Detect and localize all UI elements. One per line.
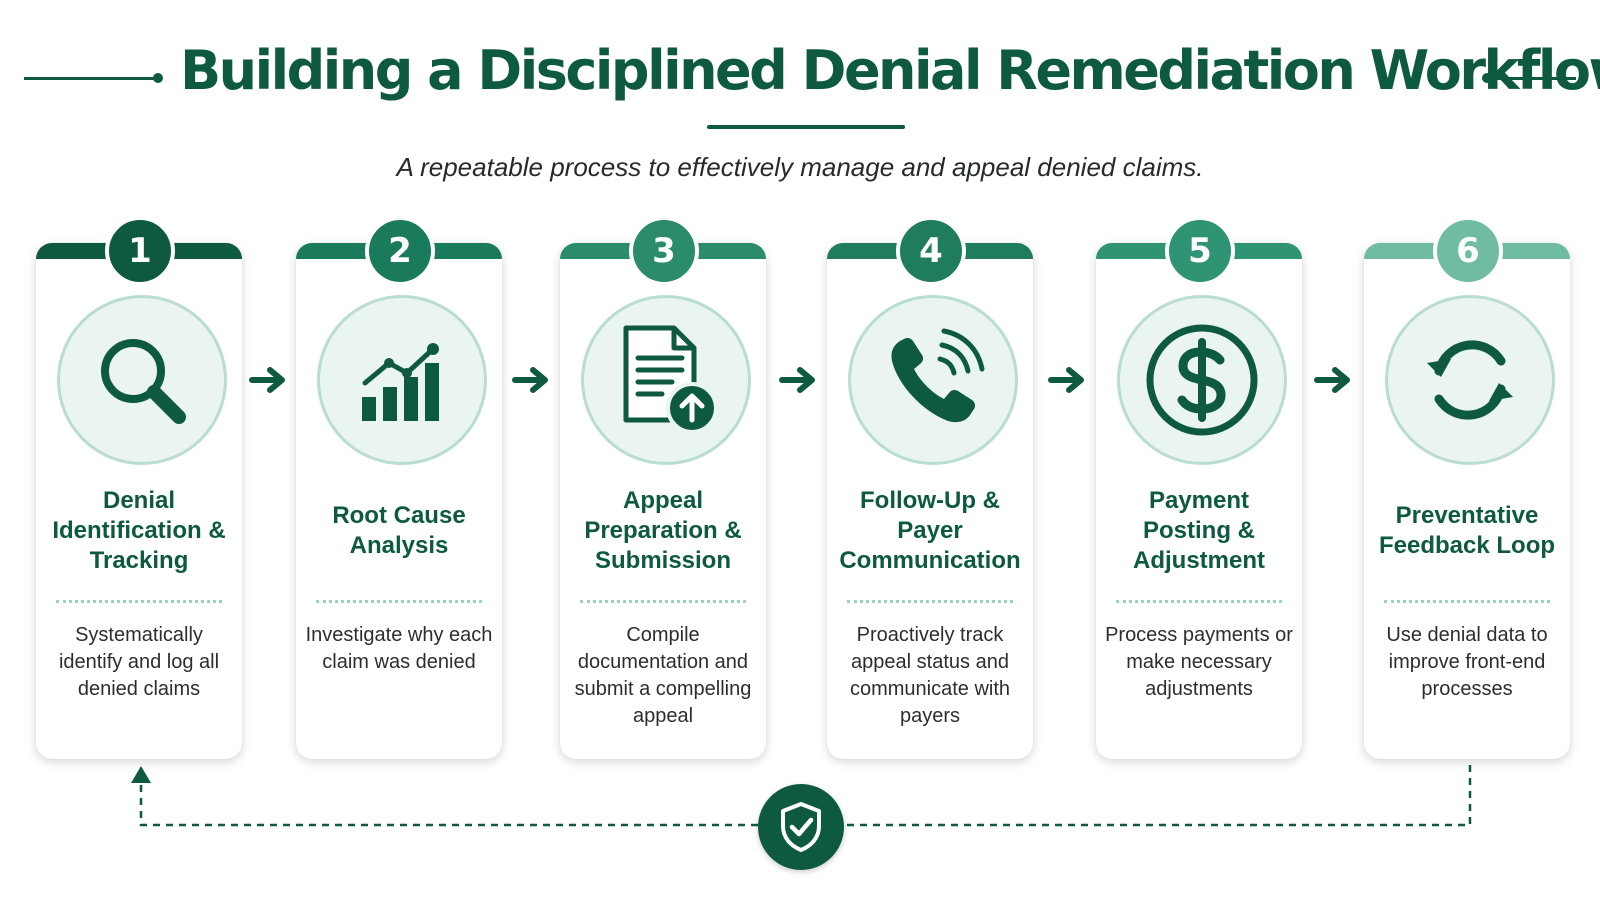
step-divider (847, 600, 1013, 603)
bar-chart-trend-icon (362, 343, 439, 421)
document-upload-icon (623, 325, 718, 434)
step-number-badge: 5 (1165, 216, 1235, 286)
title-decor-line-left (24, 77, 157, 80)
step-icon-circle (317, 295, 487, 465)
step-number-badge: 3 (629, 216, 699, 286)
title-decor-dot-left (153, 73, 163, 83)
step-card-2: 2 Root Cause Analysis Investigate why ea… (296, 216, 502, 759)
step-number-badge: 2 (365, 216, 435, 286)
right-arrow-icon (249, 367, 285, 393)
step-icon-circle (581, 295, 751, 465)
title-underline (707, 125, 905, 129)
step-title: Appeal Preparation & Submission (584, 487, 742, 574)
step-card-4: 4 Follow-Up & Payer Communication Proact… (827, 216, 1033, 759)
refresh-cycle-icon (1427, 340, 1513, 420)
step-description: Systematically identify and log all deni… (58, 624, 220, 700)
step-divider (56, 600, 222, 603)
step-title: Follow-Up & Payer Communication (839, 487, 1021, 574)
step-description: Investigate why each claim was denied (305, 624, 493, 673)
step-description: Compile documentation and submit a compe… (574, 624, 752, 727)
step-title: Preventative Feedback Loop (1378, 502, 1556, 559)
step-card-1: 1 Denial Identification & Tracking Syste… (36, 216, 242, 759)
right-arrow-icon (1314, 367, 1350, 393)
shield-check-icon (781, 802, 821, 852)
step-divider (316, 600, 482, 603)
step-icon-circle (57, 295, 227, 465)
step-description: Proactively track appeal status and comm… (849, 624, 1011, 727)
title-decor-line-right (1490, 77, 1576, 80)
step-icon-circle (1385, 295, 1555, 465)
step-number-badge: 4 (896, 216, 966, 286)
step-title: Root Cause Analysis (332, 502, 466, 559)
step-divider (1384, 600, 1550, 603)
step-number-badge: 6 (1433, 216, 1503, 286)
step-divider (580, 600, 746, 603)
title-row: Building a Disciplined Denial Remediatio… (0, 28, 1600, 108)
step-description: Use denial data to improve front-end pro… (1386, 624, 1548, 700)
step-card-3: 3 Appeal Preparation & Submission Compil… (560, 216, 766, 759)
title-decor-dot-right (1482, 73, 1492, 83)
right-arrow-icon (779, 367, 815, 393)
loop-arrowhead-icon (131, 766, 151, 783)
step-icon-circle (1117, 295, 1287, 465)
phone-call-icon (891, 328, 985, 423)
right-arrow-icon (512, 367, 548, 393)
step-number-badge: 1 (105, 216, 175, 286)
step-card-6: 6 Preventative Feedback Loop Use denial … (1364, 216, 1570, 759)
dollar-coin-icon (1146, 324, 1258, 436)
magnifying-glass-icon (101, 339, 186, 424)
feedback-loop-badge (758, 784, 844, 870)
step-description: Process payments or make necessary adjus… (1105, 624, 1293, 700)
step-divider (1116, 600, 1282, 603)
right-arrow-icon (1048, 367, 1084, 393)
step-card-5: 5 Payment Posting & Adjustment Process p… (1096, 216, 1302, 759)
step-title: Denial Identification & Tracking (52, 487, 226, 574)
step-title: Payment Posting & Adjustment (1133, 487, 1265, 574)
page-subtitle: A repeatable process to effectively mana… (396, 152, 1204, 182)
step-icon-circle (848, 295, 1018, 465)
page-title: Building a Disciplined Denial Remediatio… (180, 39, 1600, 102)
